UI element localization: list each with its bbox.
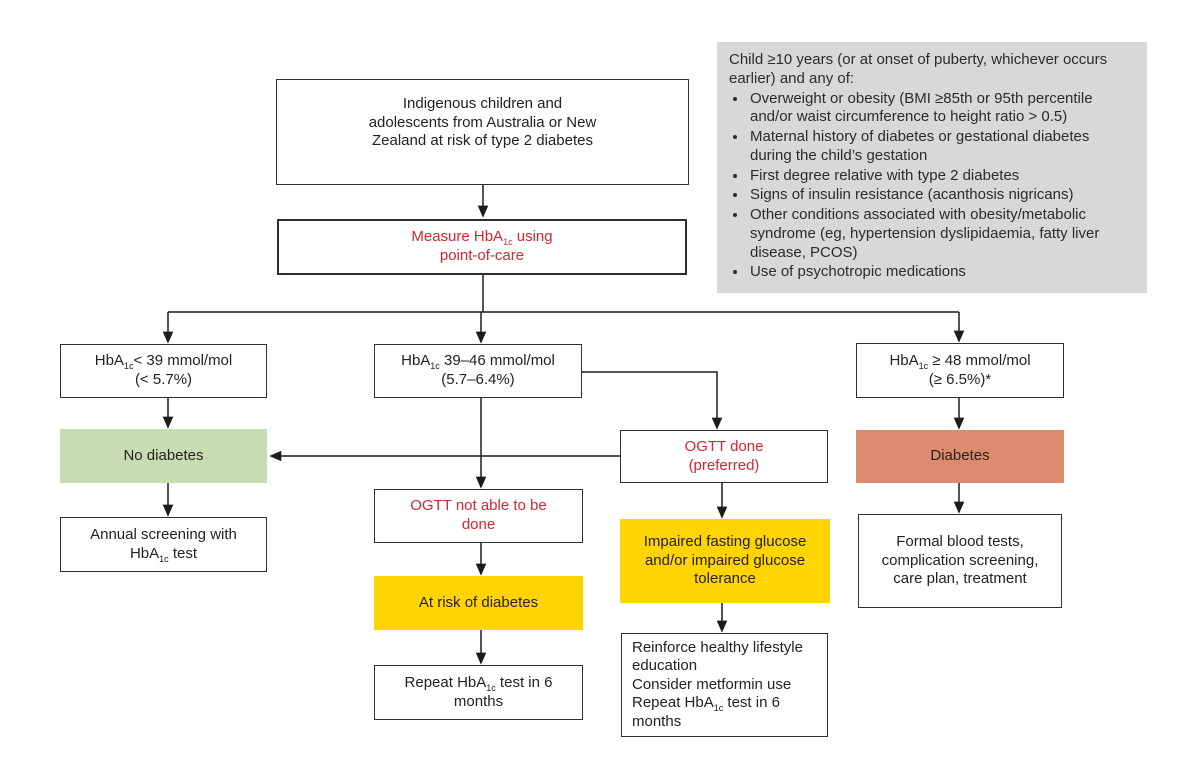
criteria-item: First degree relative with type 2 diabet… [748, 167, 1135, 186]
population-box: Indigenous children and adolescents from… [276, 79, 689, 185]
criteria-item: Use of psychotropic medications [748, 263, 1135, 282]
criteria-item: Maternal history of diabetes or gestatio… [748, 128, 1135, 166]
at-risk-box: At risk of diabetes [374, 576, 583, 630]
hba1c-mid-box: HbA1c 39–46 mmol/mol(5.7–6.4%) [374, 344, 582, 398]
hba1c-high-box: HbA1c ≥ 48 mmol/mol(≥ 6.5%)* [856, 343, 1064, 398]
hba1c-low-box: HbA1c< 39 mmol/mol(< 5.7%) [60, 344, 267, 398]
criteria-item: Overweight or obesity (BMI ≥85th or 95th… [748, 90, 1135, 128]
connector-mid-to-ogtt-done [582, 371, 723, 430]
impaired-glucose-box: Impaired fasting glucose and/or impaired… [620, 519, 830, 603]
criteria-item: Other conditions associated with obesity… [748, 206, 1135, 262]
criteria-intro: Child ≥10 years (or at onset of puberty,… [729, 51, 1108, 87]
no-diabetes-box: No diabetes [60, 429, 267, 483]
criteria-panel: Child ≥10 years (or at onset of puberty,… [717, 42, 1147, 293]
diabetes-box: Diabetes [856, 430, 1064, 483]
criteria-item: Signs of insulin resistance (acanthosis … [748, 186, 1135, 205]
criteria-list: Overweight or obesity (BMI ≥85th or 95th… [729, 90, 1135, 283]
formal-tests-box: Formal blood tests, complication screeni… [858, 514, 1062, 608]
ogtt-done-box: OGTT done (preferred) [620, 430, 828, 483]
ogtt-not-able-box: OGTT not able to be done [374, 489, 583, 543]
